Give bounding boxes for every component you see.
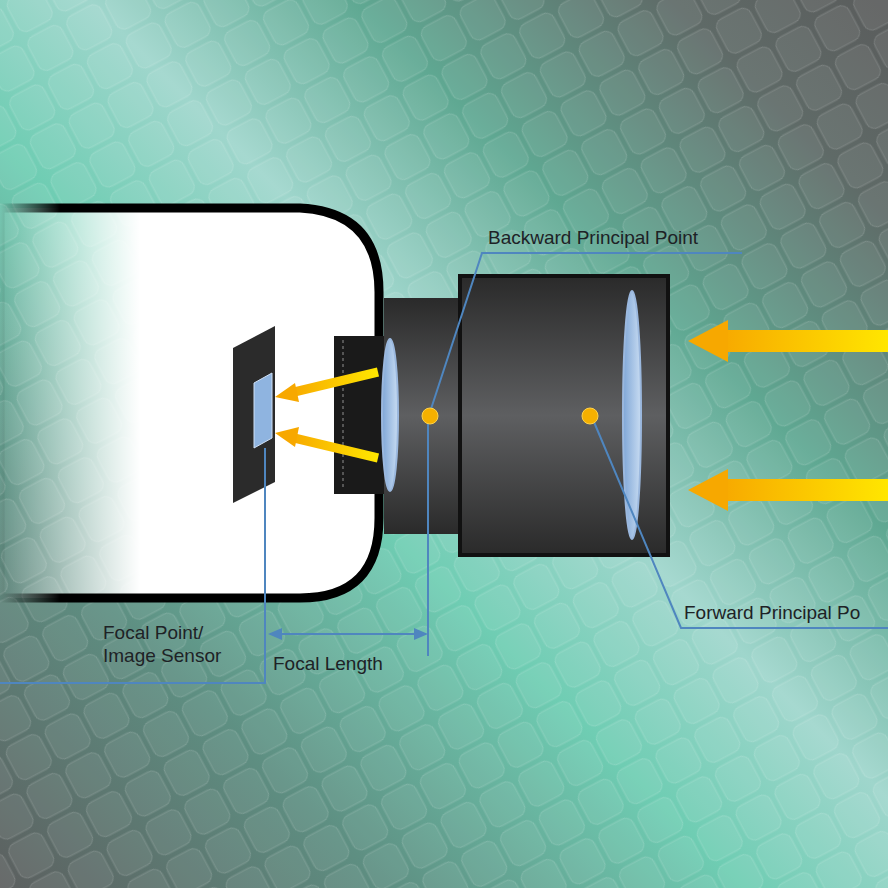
focal-point-label: Focal Point/ Image Sensor [103,621,253,667]
dimension-label: Focal Length [273,652,423,675]
principal-point-label: Forward Principal Po [684,601,884,624]
principal-point-label: Backward Principal Point [488,226,748,249]
